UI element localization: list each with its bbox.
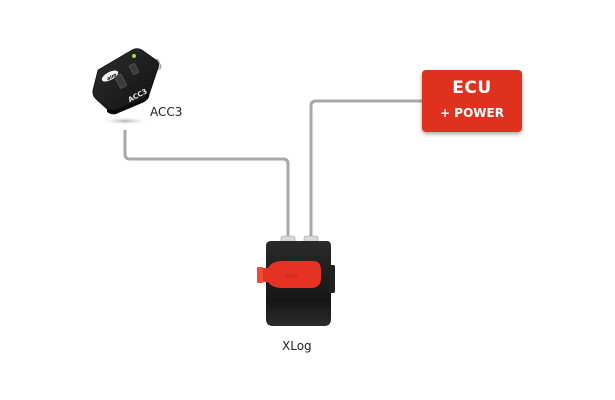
acc3-side	[107, 92, 150, 115]
acc3-label: ACC3	[150, 105, 183, 119]
cable-ecu-to-xlog	[309, 99, 422, 238]
aim-logo-text: aim	[106, 72, 118, 82]
xlog-side-bump	[329, 265, 335, 293]
ecu-power-block: ECU + POWER	[422, 70, 522, 132]
acc3-port-2	[129, 63, 139, 75]
xlog-red-tab-lip	[257, 267, 263, 283]
xlog-label: XLog	[282, 339, 312, 353]
xlog-device: aim	[257, 235, 335, 326]
aim-logo	[101, 70, 119, 82]
cable-acc3-to-xlog	[123, 130, 290, 238]
acc3-device: aim ACC3	[92, 48, 162, 125]
xlog-red-tab	[259, 261, 321, 288]
ecu-title: ECU	[452, 78, 492, 98]
acc3-led	[132, 54, 136, 58]
acc3-port-1	[114, 73, 127, 89]
ecu-subtitle: + POWER	[440, 106, 504, 120]
acc3-shadow	[99, 117, 151, 125]
xlog-tab-logo: aim	[285, 272, 298, 280]
